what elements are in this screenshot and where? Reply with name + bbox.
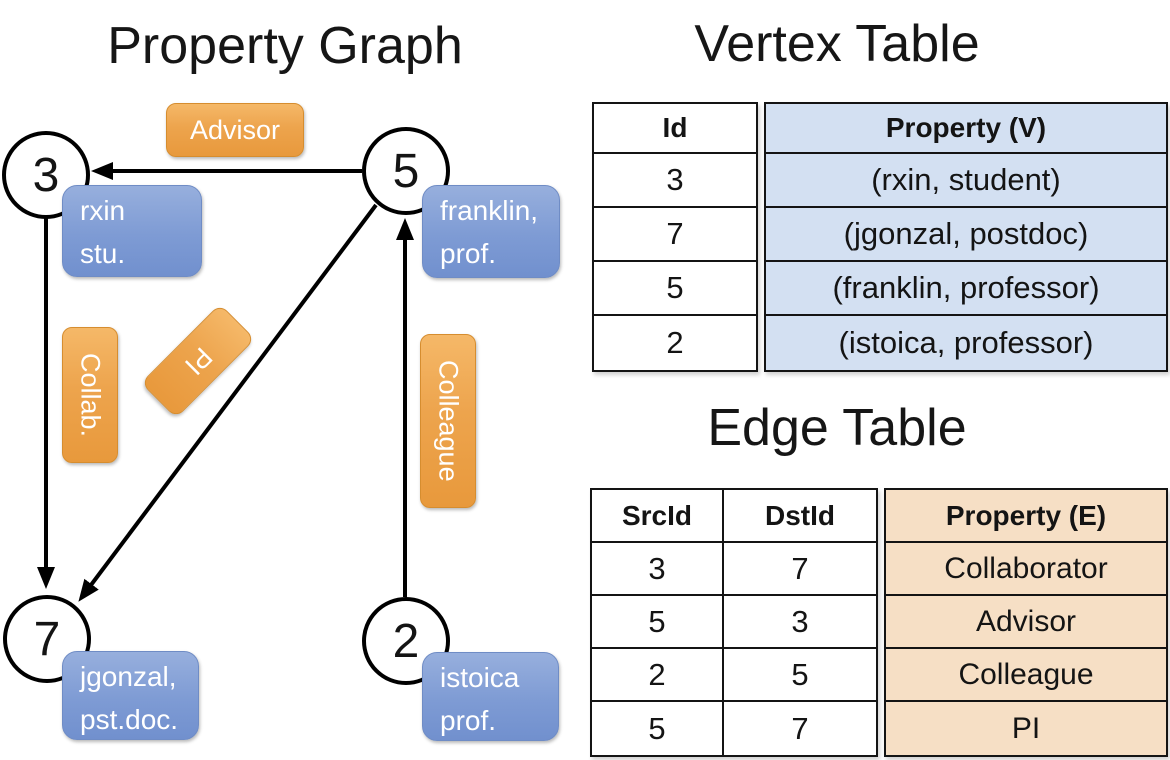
edge-label-advisor: Advisor	[166, 103, 304, 157]
property-graph-title: Property Graph	[107, 17, 463, 75]
edge-table-title: Edge Table	[707, 399, 967, 457]
table-row: Advisor	[886, 596, 1166, 649]
vertex-property-box-3: rxin stu.	[62, 185, 202, 277]
vertex-id: 7	[33, 612, 61, 666]
vertex-circle-3: 3	[2, 131, 90, 219]
table-row: 3	[594, 154, 756, 208]
vertex-property-box-5: franklin, prof.	[422, 185, 560, 278]
edge-table-src-dst-columns: SrcId DstId 3 7 5 3 2 5 5 7	[590, 488, 878, 757]
table-row: Colleague	[886, 649, 1166, 702]
vertex-table-id-column: Id 3 7 5 2	[592, 102, 758, 372]
table-row: (istoica, professor)	[838, 325, 1094, 360]
vertex-circle-5: 5	[362, 127, 450, 215]
edge-label-text: Advisor	[189, 114, 281, 145]
vertex-property-box-2: istoica prof.	[422, 652, 559, 741]
vertex-id: 3	[32, 148, 60, 202]
table-row: 5 3	[592, 596, 876, 649]
edge-label-pi: PI	[140, 303, 256, 419]
vertex-table-property-column: Property (V) (rxin, student) (jgonzal, p…	[764, 102, 1168, 372]
vertex-property-line: franklin,	[440, 195, 539, 226]
table-cell: 7	[791, 710, 809, 746]
vertex-property-box-7: jgonzal, pst.doc.	[62, 651, 199, 740]
table-cell: 3	[791, 603, 809, 639]
vertex-property-line: rxin	[80, 195, 126, 226]
vertex-property-line: prof.	[440, 705, 497, 736]
table-row: 3 7	[592, 543, 876, 596]
vertex-property-line: prof.	[440, 238, 497, 269]
vertex-table-id-header: Id	[594, 104, 756, 154]
table-cell: 2	[592, 649, 724, 700]
table-row: SrcId DstId	[592, 490, 876, 543]
table-cell: 5	[592, 702, 724, 755]
table-cell: 7	[791, 550, 809, 586]
edge-table-dstid-header: DstId	[765, 499, 835, 531]
vertex-property-line: jgonzal,	[80, 661, 177, 692]
edge-label-text: Colleague	[433, 360, 464, 482]
edge-table-srcid-header: SrcId	[592, 490, 724, 541]
table-row: 5 7	[592, 702, 876, 755]
table-row: (franklin, professor)	[766, 262, 1166, 316]
vertex-table-property-header: Property (V)	[766, 104, 1166, 154]
vertex-property-line: pst.doc.	[80, 704, 179, 735]
vertex-id: 2	[392, 614, 420, 668]
edge-table-property-header: Property (E)	[886, 490, 1166, 543]
table-row: (rxin, student)	[766, 154, 1166, 208]
edge-label-text: Collab.	[75, 352, 106, 438]
vertex-property-line: stu.	[80, 238, 126, 269]
edge-label-colleague: Colleague	[420, 334, 476, 508]
table-row: 2	[666, 325, 684, 360]
vertex-table-title: Vertex Table	[694, 15, 980, 73]
table-row: (jgonzal, postdoc)	[766, 208, 1166, 262]
vertex-id: 5	[392, 144, 420, 198]
edge-label-collab: Collab.	[62, 327, 118, 463]
table-row: PI	[1011, 711, 1041, 745]
table-row: 2 5	[592, 649, 876, 702]
table-row: 5	[594, 262, 756, 316]
edge-table-property-column: Property (E) Collaborator Advisor Collea…	[884, 488, 1168, 757]
table-cell: 3	[592, 543, 724, 594]
table-cell: 5	[791, 656, 809, 692]
table-row: 7	[594, 208, 756, 262]
edge-label-text: PI	[178, 341, 218, 381]
table-row: Collaborator	[886, 543, 1166, 596]
vertex-property-line: istoica	[440, 662, 520, 693]
table-cell: 5	[592, 596, 724, 647]
